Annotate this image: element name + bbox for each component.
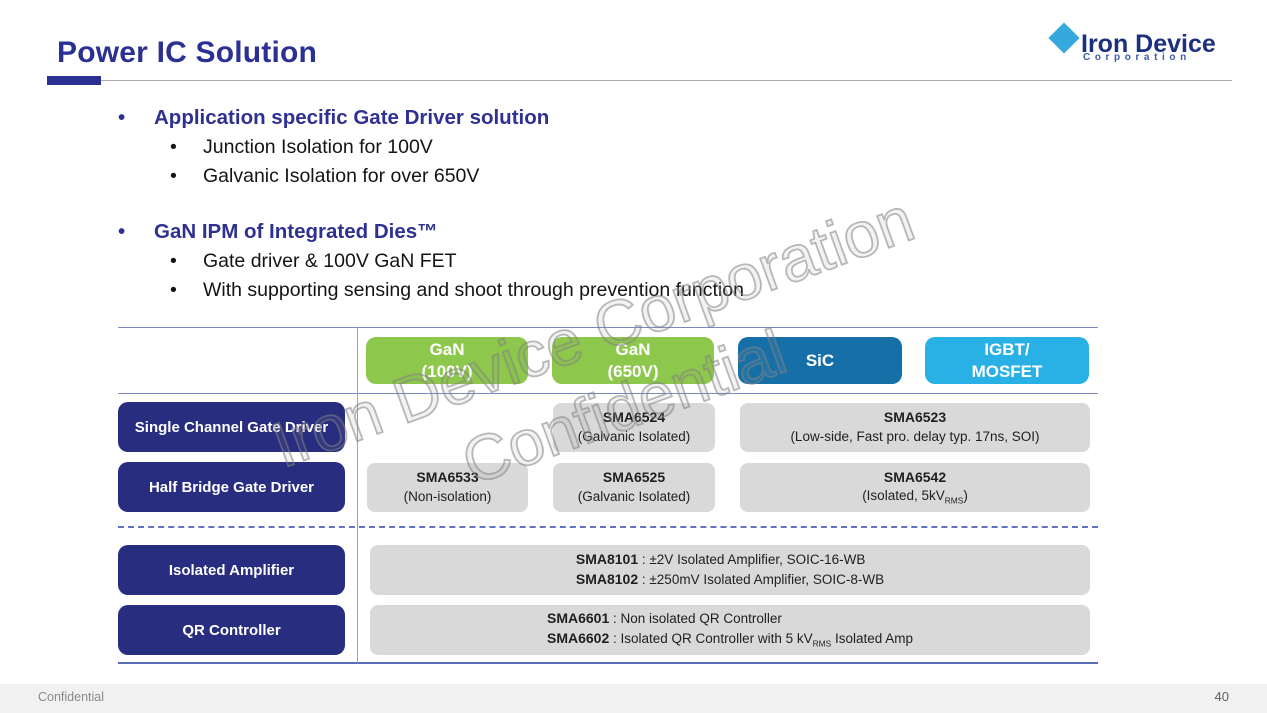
bullet-item-text: Galvanic Isolation for over 650V [203,165,480,187]
row-header-qr-controller: QR Controller [118,605,345,655]
bullet-heading-gan-ipm: • GaN IPM of Integrated Dies™ [118,220,438,244]
table-vertical-rule [357,327,358,663]
column-header-line2: (100V) [421,361,473,381]
part-number: SMA6524 [602,409,666,426]
part-number: SMA8101 [575,551,639,568]
part-number: SMA6602 [546,630,610,647]
bullet-icon: • [170,165,177,187]
cell-sma6525: SMA6525 (Galvanic Isolated) [553,463,715,512]
title-accent-bar [47,76,101,85]
part-number: SMA6525 [602,469,666,486]
description-text: ) [963,488,968,504]
part-number: SMA6523 [883,409,947,426]
column-header-line2: MOSFET [971,361,1043,381]
description-text: Isolated Amp [831,631,913,647]
part-line: SMA8102 : ±250mV Isolated Amplifier, SOI… [576,570,884,590]
table-header-rule [118,393,1098,394]
subscript-rms: RMS [812,638,832,649]
part-number: SMA6533 [416,469,479,486]
part-description: (Non-isolation) [403,488,492,504]
footer-bar [0,684,1267,713]
table-bottom-rule [118,662,1098,664]
bullet-icon: • [170,250,177,272]
column-header-sic: SiC [738,337,902,384]
description-text: Isolated QR Controller with 5 kV [620,631,813,647]
separator: : [638,572,650,587]
column-header-line1: GaN [615,339,651,359]
bullet-heading-text: Application specific Gate Driver solutio… [154,106,550,129]
part-description: (Low-side, Fast pro. delay typ. 17ns, SO… [790,428,1040,444]
column-header-line1: GaN [429,339,465,359]
cell-sma6523: SMA6523 (Low-side, Fast pro. delay typ. … [740,403,1090,452]
part-line: SMA8101 : ±2V Isolated Amplifier, SOIC-1… [576,550,884,570]
part-line: SMA6601 : Non isolated QR Controller [547,609,913,629]
part-description: (Isolated, 5kVRMS) [862,487,968,507]
bullet-icon: • [170,136,177,158]
bullet-item-sensing-prevention: • With supporting sensing and shoot thro… [170,279,744,302]
footer-page-number: 40 [1214,689,1229,704]
bullet-heading-gate-driver: • Application specific Gate Driver solut… [118,106,549,130]
column-header-gan-100v: GaN (100V) [366,337,528,384]
bullet-heading-text: GaN IPM of Integrated Dies™ [154,220,438,243]
column-header-line1: SiC [805,350,835,370]
bullet-item-text: Junction Isolation for 100V [203,136,433,158]
logo-company-name: Iron Device [1081,30,1216,58]
row-header-half-bridge-gate-driver: Half Bridge Gate Driver [118,462,345,512]
separator: : [609,631,621,647]
table-top-rule [118,327,1098,328]
bullet-icon: • [170,279,177,301]
bullet-icon: • [118,106,126,129]
part-number: SMA8102 [575,571,639,587]
cell-qr-controller-parts: SMA6601 : Non isolated QR Controller SMA… [370,605,1090,655]
page-title: Power IC Solution [57,36,318,69]
description-text: Non isolated QR Controller [620,611,782,627]
description-text: ±2V Isolated Amplifier, SOIC-16-WB [649,552,866,568]
column-header-line1: IGBT/ [984,339,1030,359]
column-header-gan-650v: GaN (650V) [552,337,714,384]
bullet-item-gate-driver-fet: • Gate driver & 100V GaN FET [170,250,457,273]
title-rule [47,80,1232,81]
bullet-item-text: With supporting sensing and shoot throug… [203,279,744,301]
description-text: (Isolated, 5kV [862,488,945,504]
part-description: (Galvanic Isolated) [577,488,691,504]
bullet-item-galvanic-isolation: • Galvanic Isolation for over 650V [170,165,479,188]
part-number: SMA6601 [546,610,610,627]
cell-sma6524: SMA6524 (Galvanic Isolated) [553,403,715,452]
logo-company-subtitle: Corporation [1083,52,1191,63]
bullet-icon: • [118,220,126,243]
cell-sma6533: SMA6533 (Non-isolation) [367,463,528,512]
column-header-line2: (650V) [607,361,659,381]
part-line: SMA6602 : Isolated QR Controller with 5 … [547,629,913,650]
row-header-isolated-amplifier: Isolated Amplifier [118,545,345,595]
separator: : [638,552,650,568]
part-description: (Galvanic Isolated) [577,428,691,444]
description-text: ±250mV Isolated Amplifier, SOIC-8-WB [649,572,885,587]
table-dashed-divider [118,526,1098,528]
cell-isolated-amplifier-parts: SMA8101 : ±2V Isolated Amplifier, SOIC-1… [370,545,1090,595]
cell-sma6542: SMA6542 (Isolated, 5kVRMS) [740,463,1090,512]
column-header-igbt-mosfet: IGBT/ MOSFET [925,337,1089,384]
bullet-item-text: Gate driver & 100V GaN FET [203,250,457,272]
row-header-single-channel-gate-driver: Single Channel Gate Driver [118,402,345,452]
bullet-item-junction-isolation: • Junction Isolation for 100V [170,136,433,159]
subscript-rms: RMS [944,495,964,506]
footer-confidential-label: Confidential [38,690,105,704]
logo-diamond-icon [1048,22,1080,54]
separator: : [609,611,621,627]
part-number: SMA6542 [883,468,947,485]
